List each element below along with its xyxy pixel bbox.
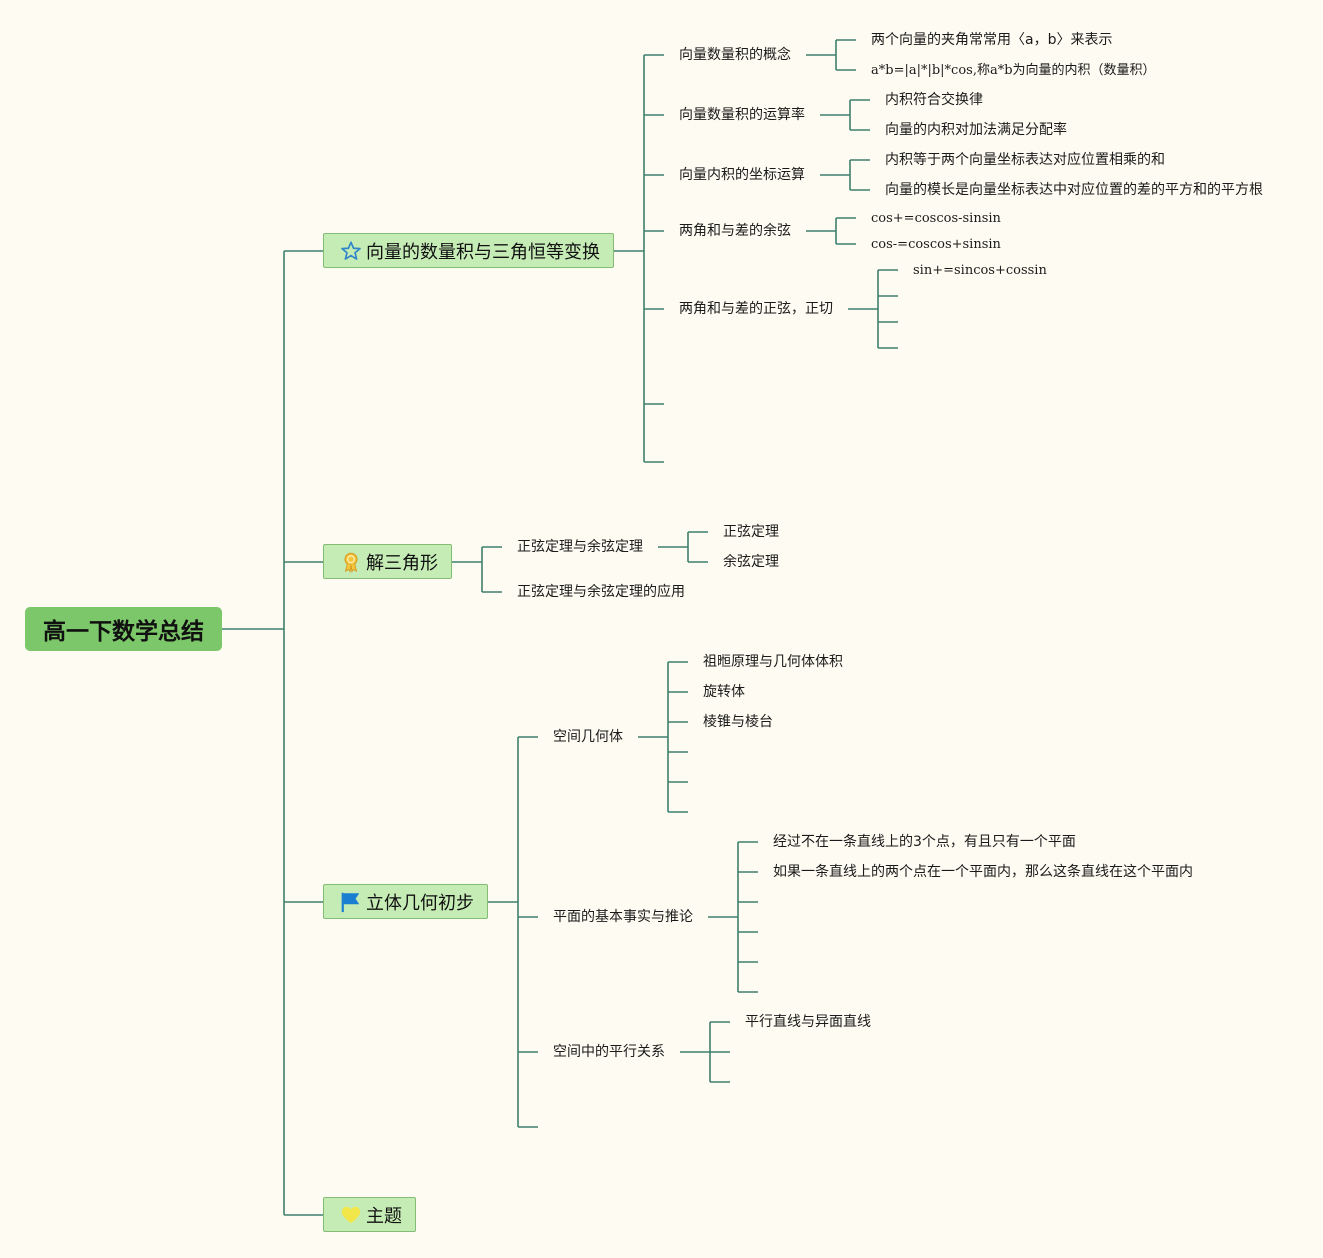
subtopic[interactable]: 向量数量积的运算率 <box>679 107 805 123</box>
connector <box>848 269 898 349</box>
connector <box>518 736 538 1128</box>
connector <box>820 99 870 131</box>
subtopic[interactable]: 正弦定理与余弦定理的应用 <box>517 584 685 600</box>
branch-topic-theme[interactable]: 主题 <box>323 1197 416 1232</box>
leaf-topic[interactable]: 棱锥与棱台 <box>703 714 773 730</box>
subtopic[interactable]: 两角和与差的正弦，正切 <box>679 301 833 317</box>
leaf-topic[interactable]: 祖暅原理与几何体体积 <box>703 654 843 670</box>
connector <box>644 54 664 463</box>
subtopic[interactable]: 正弦定理与余弦定理 <box>517 539 643 555</box>
leaf-topic[interactable]: 余弦定理 <box>723 554 779 570</box>
subtopic[interactable]: 向量数量积的概念 <box>679 47 791 63</box>
leaf-topic[interactable]: 正弦定理 <box>723 524 779 540</box>
branch-topic-label: 主题 <box>366 1205 402 1227</box>
leaf-topic[interactable]: sin+=sincos+cossin <box>913 263 1047 278</box>
leaf-topic[interactable]: 内积等于两个向量坐标表达对应位置相乘的和 <box>885 152 1165 168</box>
leaf-topic[interactable]: 内积符合交换律 <box>885 92 983 108</box>
leaf-topic[interactable]: 如果一条直线上的两个点在一个平面内，那么这条直线在这个平面内 <box>773 864 1193 880</box>
leaf-topic[interactable]: 向量的模长是向量坐标表达中对应位置的差的平方和的平方根 <box>885 182 1263 198</box>
subtopic[interactable]: 两角和与差的余弦 <box>679 223 791 239</box>
leaf-topic[interactable]: 旋转体 <box>703 684 745 700</box>
root-topic-label: 高一下数学总结 <box>43 619 204 645</box>
leaf-topic[interactable]: a*b=|a|*|b|*cos,称a*b为向量的内积（数量积） <box>871 63 1156 78</box>
leaf-topic[interactable]: 平行直线与异面直线 <box>745 1014 871 1030</box>
root-topic[interactable]: 高一下数学总结 <box>25 607 222 651</box>
connector <box>452 546 502 593</box>
subtopic[interactable]: 平面的基本事实与推论 <box>553 909 693 925</box>
connector <box>658 531 708 563</box>
flag-icon <box>341 892 360 912</box>
branch-topic-label: 立体几何初步 <box>366 892 474 914</box>
branch-topic-triangles[interactable]: 解三角形 <box>323 544 452 579</box>
connector <box>638 661 688 813</box>
leaf-topic[interactable]: 两个向量的夹角常常用〈a，b〉来表示 <box>871 32 1113 48</box>
connector <box>806 39 856 71</box>
branch-topic-solid-geometry[interactable]: 立体几何初步 <box>323 884 488 919</box>
connector <box>680 1021 730 1083</box>
leaf-topic[interactable]: cos-=coscos+sinsin <box>871 237 1001 252</box>
connector <box>708 841 758 993</box>
branch-topic-vectors[interactable]: 向量的数量积与三角恒等变换 <box>323 233 614 268</box>
star-icon <box>341 240 361 260</box>
branch-topic-label: 向量的数量积与三角恒等变换 <box>366 241 600 263</box>
subtopic[interactable]: 向量内积的坐标运算 <box>679 167 805 183</box>
leaf-topic[interactable]: cos+=coscos-sinsin <box>871 211 1001 226</box>
connector <box>806 217 856 245</box>
connector <box>820 159 870 191</box>
subtopic[interactable]: 空间几何体 <box>553 729 623 745</box>
heart-icon <box>341 1206 361 1223</box>
leaf-topic[interactable]: 经过不在一条直线上的3个点，有且只有一个平面 <box>773 834 1076 850</box>
branch-topic-label: 解三角形 <box>366 552 438 574</box>
medal-icon <box>344 552 358 573</box>
leaf-topic[interactable]: 向量的内积对加法满足分配率 <box>885 122 1067 138</box>
subtopic[interactable]: 空间中的平行关系 <box>553 1044 665 1060</box>
